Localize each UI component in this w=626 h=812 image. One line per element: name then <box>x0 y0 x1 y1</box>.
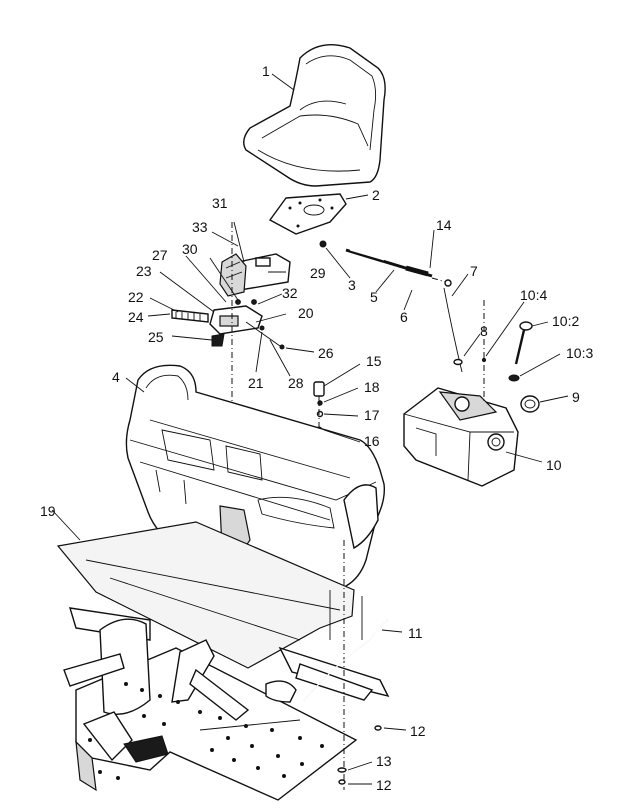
callout-7: 7 <box>470 263 478 279</box>
callout-9: 9 <box>572 389 580 405</box>
callout-10-4: 10:4 <box>520 287 547 303</box>
floor-mat <box>56 521 355 669</box>
seat-adjust-rod <box>345 248 433 278</box>
callout-30: 30 <box>182 241 198 257</box>
callout-27: 27 <box>152 247 168 263</box>
callout-16: 16 <box>364 433 380 449</box>
callout-24: 24 <box>128 309 144 325</box>
callout-1: 1 <box>262 63 270 79</box>
callout-25: 25 <box>148 329 164 345</box>
callout-15: 15 <box>366 353 382 369</box>
callout-11: 11 <box>408 625 423 641</box>
callout-12b: 12 <box>376 777 392 793</box>
callout-19: 19 <box>40 503 56 519</box>
callout-20: 20 <box>298 305 314 321</box>
callout-23: 23 <box>136 263 152 279</box>
callout-10: 10 <box>546 457 562 473</box>
chassis-frame <box>63 607 390 801</box>
callout-10-2: 10:2 <box>552 313 579 329</box>
callout-32: 32 <box>282 285 298 301</box>
callout-29: 29 <box>310 265 326 281</box>
callout-14: 14 <box>436 217 452 233</box>
callout-2: 2 <box>372 187 380 203</box>
callout-8: 8 <box>480 323 488 339</box>
seat-latch-bracket <box>219 253 291 297</box>
callout-4: 4 <box>112 369 120 385</box>
callout-21: 21 <box>248 375 264 391</box>
seat-mounting-plate <box>268 193 347 235</box>
callout-6: 6 <box>400 309 408 325</box>
callout-12a: 12 <box>410 723 426 739</box>
callout-labels: 1 2 3 4 5 6 7 8 9 10 10:2 10:3 10:4 11 1… <box>40 63 593 793</box>
seat <box>243 44 386 187</box>
callout-13: 13 <box>376 753 392 769</box>
latch-linkage <box>171 299 285 350</box>
callout-18: 18 <box>364 379 380 395</box>
rod-axis-line <box>431 277 447 283</box>
callout-10-3: 10:3 <box>566 345 593 361</box>
callout-31: 31 <box>212 195 228 211</box>
seat-bolt <box>319 240 327 248</box>
frame-hardware <box>337 725 382 785</box>
fuel-hose <box>303 590 389 701</box>
callout-26: 26 <box>318 345 334 361</box>
fuel-tank <box>403 387 519 487</box>
callout-22: 22 <box>128 289 144 305</box>
callout-33: 33 <box>192 219 208 235</box>
fuel-tank-hardware <box>453 300 540 413</box>
rod-clip <box>444 279 452 287</box>
callout-28: 28 <box>288 375 304 391</box>
leader-lines <box>51 73 569 785</box>
callout-5: 5 <box>370 289 378 305</box>
callout-17: 17 <box>364 407 380 423</box>
callout-3: 3 <box>348 277 356 293</box>
